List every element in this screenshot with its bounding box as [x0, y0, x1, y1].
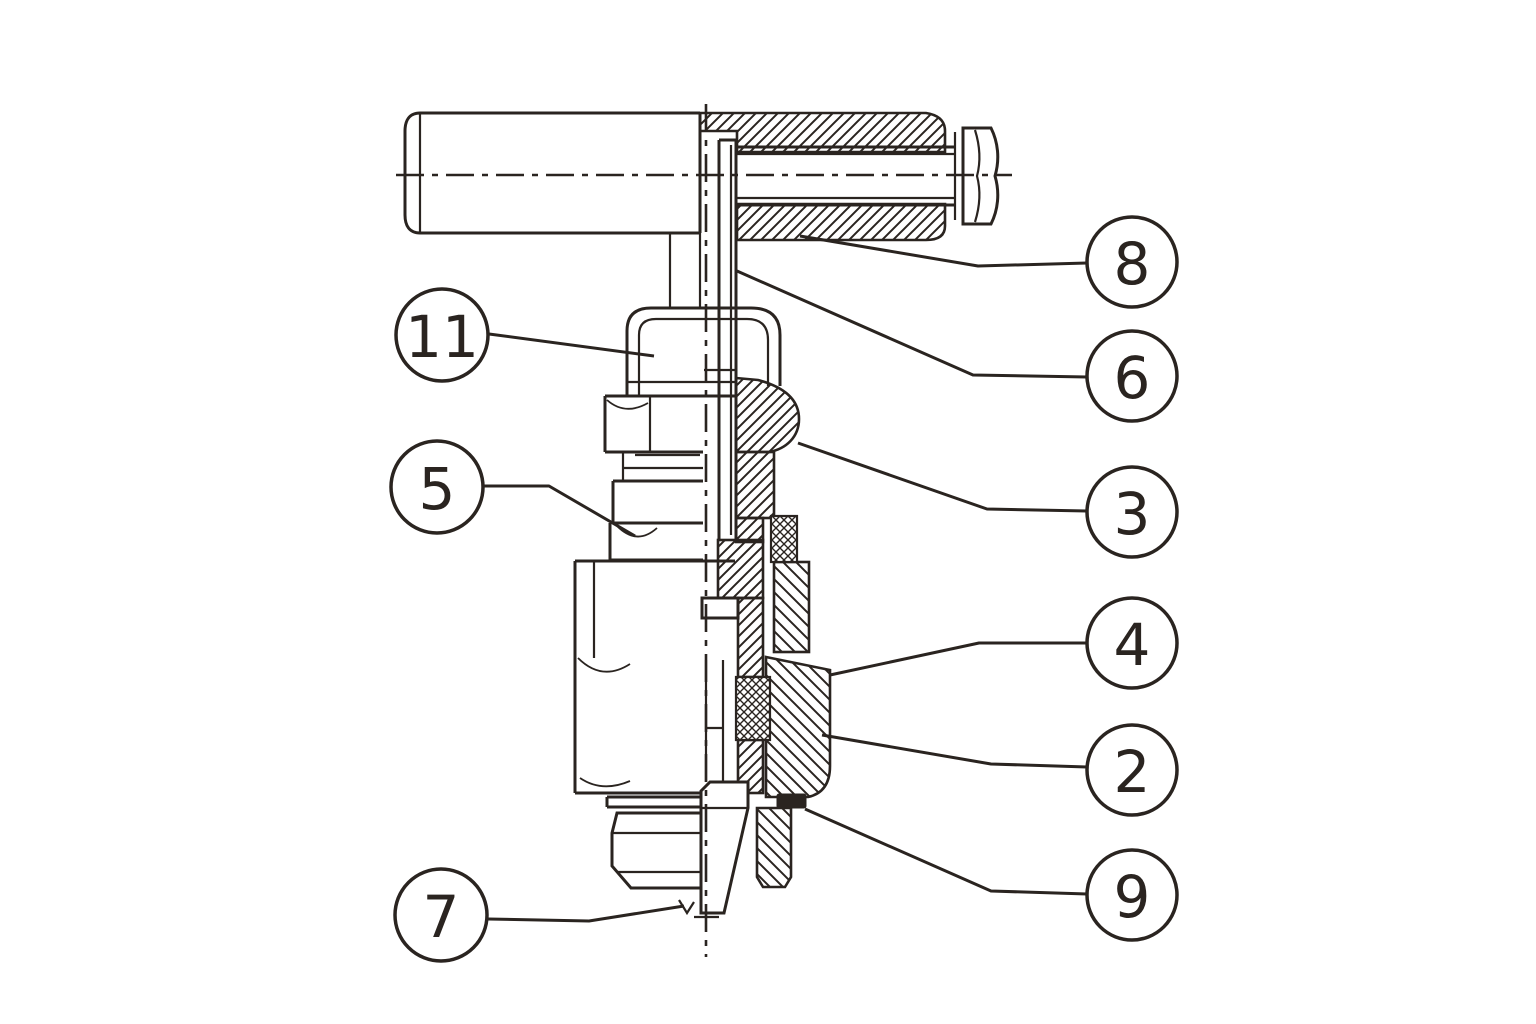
spindle-lower: [704, 660, 725, 782]
callout-8: 8: [799, 215, 1179, 309]
leader-line-8: [799, 234, 1088, 268]
stuffing-box-wall-mid: [736, 596, 765, 679]
needle-tip: [678, 780, 750, 919]
balloon-circle-7: [393, 867, 489, 963]
balloon-number-3: 3: [1114, 480, 1151, 548]
balloon-circle-3: [1085, 465, 1179, 559]
bonnet-tail-step: [734, 516, 765, 544]
balloon-circle-4: [1085, 596, 1179, 690]
gland-nut-section: [698, 111, 947, 242]
leader-line-6: [736, 269, 1088, 379]
callout-5: 5: [389, 439, 636, 538]
balloon-number-6: 6: [1114, 344, 1151, 412]
balloon-number-5: 5: [419, 455, 456, 523]
stem-support-column: [668, 233, 702, 308]
balloon-circle-8: [1085, 215, 1179, 309]
packing-gland-stack: [608, 452, 703, 562]
valve-stem: [717, 138, 956, 540]
callout-7: 7: [393, 867, 685, 963]
leader-line-5: [484, 484, 636, 538]
stuffing-box-wall-upper: [716, 538, 765, 600]
bonnet-hex-nut: [603, 394, 736, 454]
cavity-notch: [700, 596, 740, 620]
body-neck-section: [772, 560, 811, 654]
balloon-circle-9: [1085, 848, 1179, 942]
leader-line-4: [829, 641, 1087, 677]
balloon-number-8: 8: [1114, 230, 1151, 298]
leader-line-9: [804, 807, 1088, 896]
leader-line-7: [487, 904, 685, 923]
callout-9: 9: [804, 807, 1179, 942]
leader-line-11: [488, 332, 655, 358]
callout-6: 6: [736, 269, 1179, 423]
balloon-number-9: 9: [1114, 863, 1151, 931]
upper-packing-ring: [769, 514, 799, 564]
lower-packing-ring: [734, 675, 772, 742]
bonnet-hex-bump: [734, 376, 801, 454]
gland-bottom-band: [735, 202, 947, 242]
callout-11: 11: [394, 287, 655, 383]
callout-layer: 8 6 3 4 2 9 11 5 7: [389, 215, 1179, 963]
balloon-number-7: 7: [423, 883, 460, 951]
seat-nut: [610, 811, 703, 890]
body-section: [755, 560, 832, 889]
leader-line-2: [821, 733, 1088, 769]
balloon-number-4: 4: [1114, 611, 1151, 679]
seat-washer-plate: [605, 795, 701, 809]
seat-seal: [776, 793, 807, 809]
balloon-number-11: 11: [405, 303, 479, 371]
balloon-circle-11: [394, 287, 490, 383]
body-flange-column: [755, 806, 793, 889]
leader-line-3: [797, 441, 1088, 513]
callout-4: 4: [829, 596, 1179, 690]
balloon-number-2: 2: [1114, 738, 1151, 806]
packing-rings: [734, 514, 799, 742]
valve-handle: [403, 111, 702, 235]
balloon-circle-2: [1085, 723, 1179, 817]
bonnet-dome: [625, 306, 782, 396]
balloon-circle-5: [389, 439, 485, 535]
callout-2: 2: [821, 723, 1179, 817]
callout-3: 3: [797, 441, 1179, 559]
stem-cap-hex: [953, 126, 1000, 226]
body-hex: [573, 559, 736, 795]
balloon-circle-6: [1085, 329, 1179, 423]
bonnet-tail-upper: [734, 450, 776, 520]
body-main-section: [764, 655, 832, 799]
